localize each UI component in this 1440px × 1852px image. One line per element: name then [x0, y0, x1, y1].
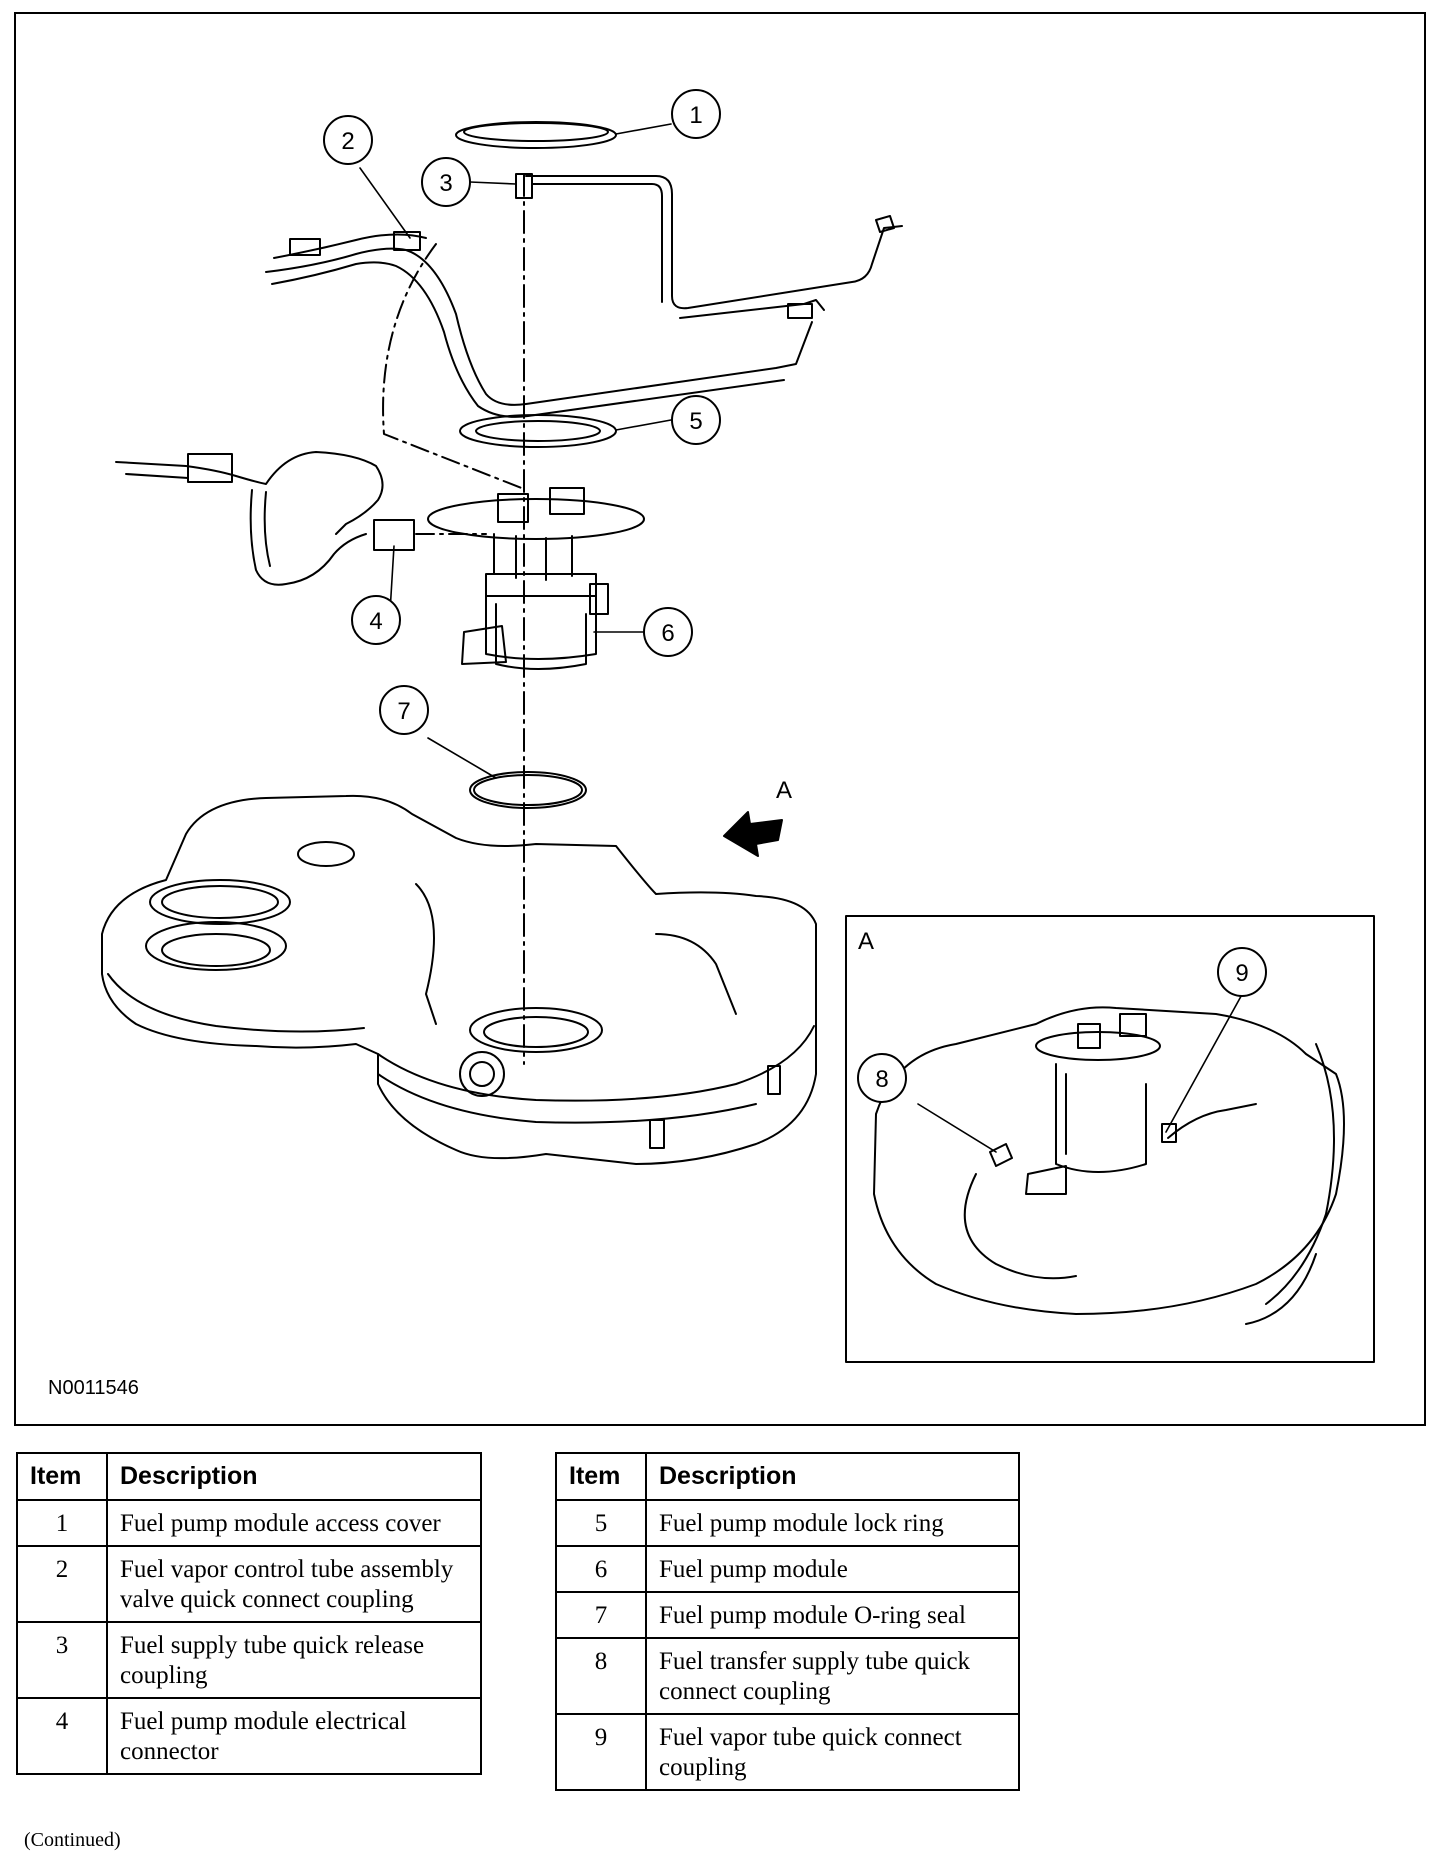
svg-text:7: 7	[397, 698, 410, 725]
callout-9: 9	[1217, 947, 1267, 997]
item-number: 8	[555, 1637, 647, 1715]
view-a-arrow-label: A	[776, 777, 792, 804]
svg-text:6: 6	[661, 620, 674, 647]
callout-3: 3	[421, 157, 471, 207]
table-header-row: Item Description	[555, 1452, 1020, 1501]
callout-7: 7	[379, 685, 429, 735]
vapor-control-tube-part	[265, 231, 813, 418]
item-description: Fuel pump module lock ring	[645, 1499, 1020, 1547]
view-a-arrow	[723, 811, 783, 857]
continued-note: (Continued)	[24, 1829, 121, 1851]
fuel-pump-module-part	[427, 487, 645, 670]
o-ring-seal-part	[469, 771, 587, 809]
item-description: Fuel pump module O-ring seal	[645, 1591, 1020, 1639]
exploded-view-figure: A A	[14, 12, 1426, 1426]
callout-4: 4	[351, 595, 401, 645]
table-row: 2 Fuel vapor control tube assembly valve…	[16, 1545, 482, 1623]
item-column-header: Item	[555, 1452, 647, 1501]
svg-text:8: 8	[875, 1066, 888, 1093]
item-number: 9	[555, 1713, 647, 1791]
callout-2: 2	[323, 115, 373, 165]
fuel-supply-tube-part	[515, 173, 903, 319]
description-column-header: Description	[645, 1452, 1020, 1501]
view-a-inset-drawing	[873, 1006, 1345, 1325]
item-column-header: Item	[16, 1452, 108, 1501]
view-a-inset-frame	[845, 915, 1375, 1363]
vapor-tube-axis-line	[382, 243, 525, 490]
table-row: 1 Fuel pump module access cover	[16, 1499, 482, 1547]
lock-ring-part	[459, 414, 617, 448]
table-row: 3 Fuel supply tube quick release couplin…	[16, 1621, 482, 1699]
callout-8: 8	[857, 1053, 907, 1103]
electrical-harness-part	[115, 451, 415, 586]
item-description: Fuel pump module	[645, 1545, 1020, 1593]
item-number: 5	[555, 1499, 647, 1547]
table-header-row: Item Description	[16, 1452, 482, 1501]
table-row: 6 Fuel pump module	[555, 1545, 1020, 1593]
item-description: Fuel supply tube quick release coupling	[106, 1621, 482, 1699]
legend-table-right: Item Description 5 Fuel pump module lock…	[555, 1452, 1020, 1791]
svg-text:9: 9	[1235, 960, 1248, 987]
callout-6: 6	[643, 607, 693, 657]
svg-text:2: 2	[341, 128, 354, 155]
item-description: Fuel vapor control tube assembly valve q…	[106, 1545, 482, 1623]
svg-text:3: 3	[439, 170, 452, 197]
item-number: 2	[16, 1545, 108, 1623]
description-column-header: Description	[106, 1452, 482, 1501]
legend-table-left: Item Description 1 Fuel pump module acce…	[16, 1452, 482, 1775]
svg-text:5: 5	[689, 408, 702, 435]
table-row: 8 Fuel transfer supply tube quick connec…	[555, 1637, 1020, 1715]
item-number: 1	[16, 1499, 108, 1547]
item-number: 3	[16, 1621, 108, 1699]
svg-text:1: 1	[689, 102, 702, 129]
figure-code: N0011546	[48, 1377, 139, 1399]
item-number: 4	[16, 1697, 108, 1775]
item-description: Fuel vapor tube quick connect coupling	[645, 1713, 1020, 1791]
table-row: 5 Fuel pump module lock ring	[555, 1499, 1020, 1547]
item-description: Fuel transfer supply tube quick connect …	[645, 1637, 1020, 1715]
fuel-tank-part	[101, 794, 817, 1165]
table-row: 4 Fuel pump module electrical connector	[16, 1697, 482, 1775]
table-row: 9 Fuel vapor tube quick connect coupling	[555, 1713, 1020, 1791]
item-description: Fuel pump module access cover	[106, 1499, 482, 1547]
table-row: 7 Fuel pump module O-ring seal	[555, 1591, 1020, 1639]
fuel-tank-exploded-diagram: A A	[48, 89, 1375, 1399]
item-description: Fuel pump module electrical connector	[106, 1697, 482, 1775]
callout-leaders	[359, 123, 1251, 1153]
callout-1: 1	[671, 89, 721, 139]
access-cover-part	[455, 121, 617, 149]
item-number: 6	[555, 1545, 647, 1593]
svg-text:4: 4	[369, 608, 382, 635]
view-a-inset-label: A	[858, 928, 874, 955]
item-number: 7	[555, 1591, 647, 1639]
callout-5: 5	[671, 395, 721, 445]
